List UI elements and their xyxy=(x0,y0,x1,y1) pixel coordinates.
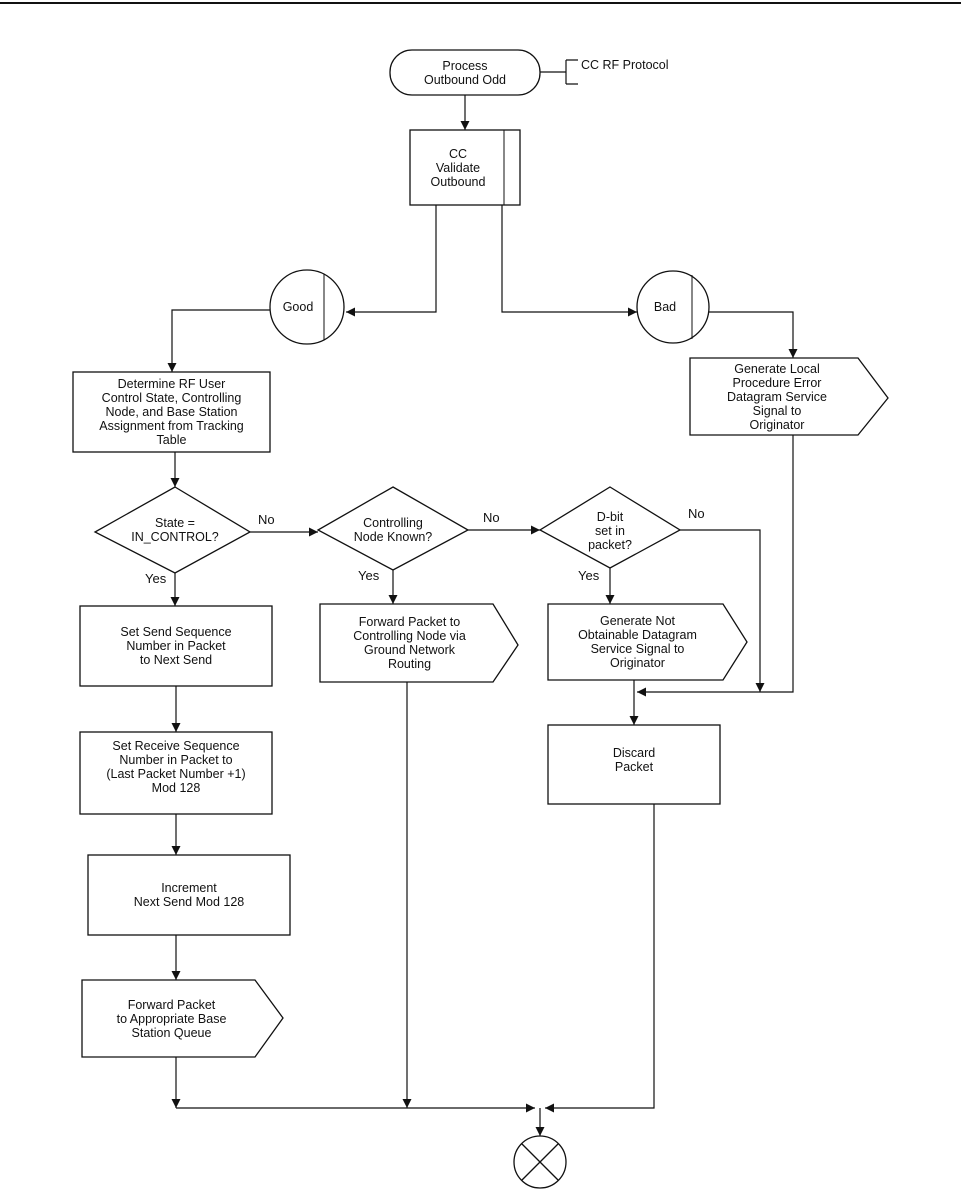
edge-bad-to-error xyxy=(709,311,798,358)
edge-label-yes-dbit: Yes xyxy=(578,568,600,583)
edge-discard-to-end xyxy=(545,804,655,1113)
set-receive-seq-label: Set Receive Sequence Number in Packet to… xyxy=(106,739,246,795)
bad-label: Bad xyxy=(653,300,677,314)
cc-rf-protocol-annotation: CC RF Protocol xyxy=(581,58,669,72)
set-receive-seq-box xyxy=(79,731,273,815)
discard-packet-box xyxy=(547,724,721,805)
forward-controlling-signal xyxy=(319,603,519,683)
generate-local-error-label: Generate Local Procedure Error Datagram … xyxy=(726,361,828,432)
good-label: Good xyxy=(282,300,314,314)
edge-label-no-controlling: No xyxy=(483,510,500,525)
set-send-seq-box xyxy=(79,605,273,687)
edge-label-no-state: No xyxy=(258,512,275,527)
edge-error-to-merge xyxy=(637,435,794,697)
determine-state-label: Determine RF User Control State, Control… xyxy=(99,377,244,447)
edge-good-to-determine xyxy=(167,309,270,372)
forward-controlling-label: Forward Packet to Controlling Node via G… xyxy=(353,615,466,671)
generate-not-obtainable-signal xyxy=(547,603,748,681)
edge-validate-to-bad xyxy=(501,205,637,317)
edge-label-yes-state: Yes xyxy=(145,571,167,586)
increment-next-send-label: Increment Next Send Mod 128 xyxy=(133,881,245,909)
set-send-seq-label: Set Send Sequence Number in Packet to Ne… xyxy=(120,625,232,667)
good-connector xyxy=(269,269,345,345)
discard-packet-label: Discard Packet xyxy=(612,746,656,774)
determine-state-box xyxy=(72,371,271,453)
controlling-node-known-label: Controlling Node Known? xyxy=(353,516,433,544)
process-outbound-label: Process Outbound Odd xyxy=(423,58,506,87)
dbit-set-label: D-bit set in packet? xyxy=(588,509,632,552)
edge-validate-to-good xyxy=(346,205,437,317)
forward-base-station-label: Forward Packet to Appropriate Base Stati… xyxy=(116,997,227,1040)
cc-validate-box xyxy=(409,129,521,206)
edge-label-yes-controlling: Yes xyxy=(358,568,380,583)
state-in-control-label: State = IN_CONTROL? xyxy=(131,516,219,544)
edge-label-no-dbit: No xyxy=(688,506,705,521)
annotation-bracket xyxy=(540,59,578,85)
end-x-connector xyxy=(513,1135,567,1189)
increment-next-send-box xyxy=(87,854,291,936)
forward-base-station-signal xyxy=(81,979,284,1058)
edge-dbit-no xyxy=(680,529,765,692)
generate-not-obtainable-label: Generate Not Obtainable Datagram Service… xyxy=(578,614,697,670)
generate-local-error-signal xyxy=(689,357,889,436)
cc-validate-label: CC Validate Outbound xyxy=(430,146,486,189)
bad-connector xyxy=(636,270,710,344)
